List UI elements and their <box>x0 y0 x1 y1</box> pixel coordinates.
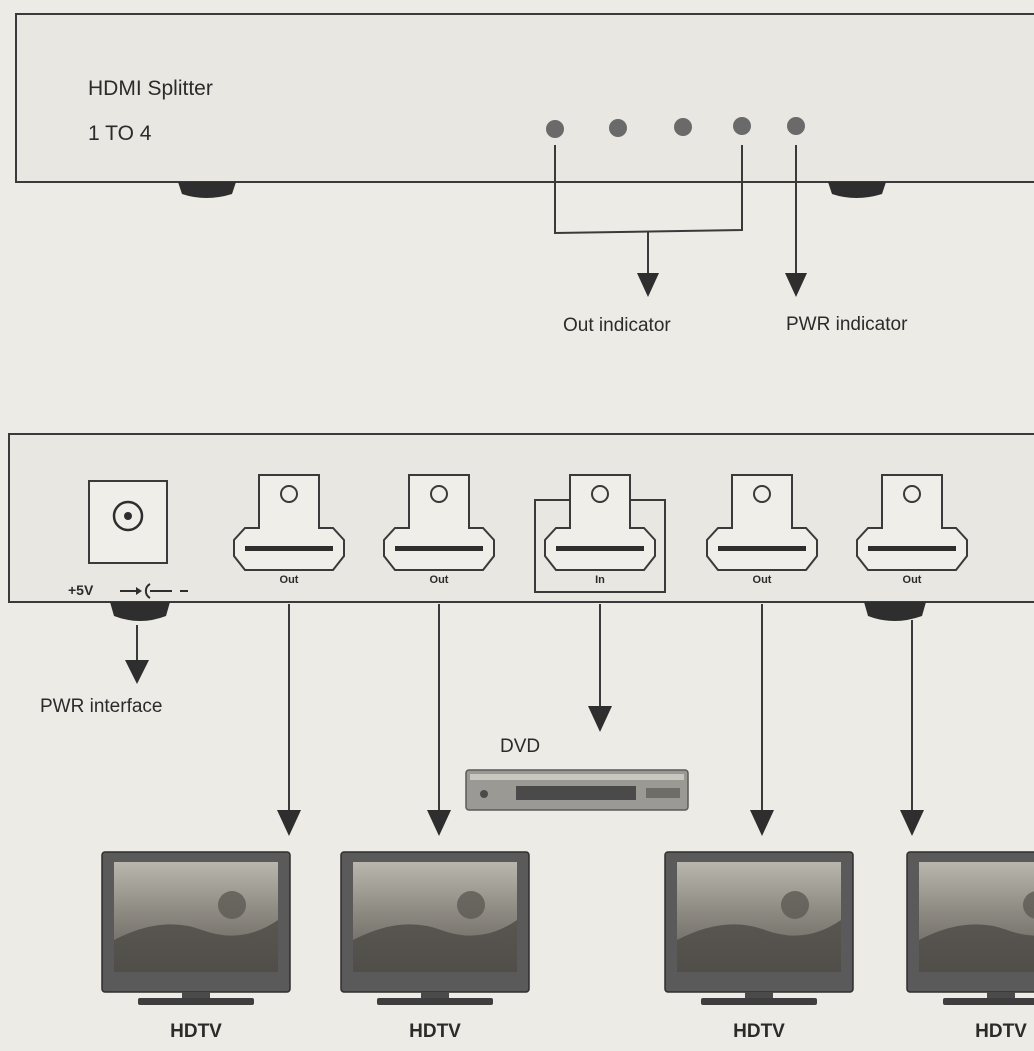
tv-screen-scene <box>114 920 278 972</box>
tv-stand <box>701 998 817 1005</box>
out-indicator-arrow <box>637 273 659 297</box>
tv-neck <box>745 992 773 1000</box>
hdtv-label: HDTV <box>170 1021 222 1042</box>
tv-neck <box>987 992 1015 1000</box>
dvd-top-edge <box>470 774 684 780</box>
pwr-indicator-arrow <box>785 273 807 297</box>
hdmi-port-screw-hole <box>430 485 448 503</box>
connections: PWR interface <box>40 604 924 836</box>
tv-stand <box>138 998 254 1005</box>
power-jack-socket <box>112 500 144 532</box>
rear-panel: +5V Out Out In Out Out <box>8 433 1034 621</box>
hdmi-port-3: In <box>544 474 656 586</box>
hdmi-port-screw-hole <box>753 485 771 503</box>
hdmi-port-slot <box>718 546 806 551</box>
rear-panel-body <box>8 433 1034 603</box>
tv-screen-scene-detail <box>1023 891 1034 919</box>
hdmi-port-screw-hole <box>280 485 298 503</box>
hdtv-group: HDTV HDTV HDTV HDTV <box>101 851 1034 1042</box>
hdmi-port-slot <box>556 546 644 551</box>
hdtv-1: HDTV <box>101 851 291 1042</box>
hdtv-label: HDTV <box>409 1021 461 1042</box>
out-indicator-bracket <box>554 145 743 235</box>
out-led-4 <box>733 117 751 135</box>
hdtv-3: HDTV <box>664 851 854 1042</box>
hdmi-port-slot <box>245 546 333 551</box>
hdmi-port-slot <box>395 546 483 551</box>
front-foot-right <box>828 182 886 198</box>
dvd-player: DVD <box>465 736 689 811</box>
hdmi-port-screw-hole <box>591 485 609 503</box>
hdmi-port-label: Out <box>903 574 922 586</box>
tv-screen-scene <box>919 924 1034 972</box>
tv-screen-scene-detail <box>457 891 485 919</box>
out-arrow-2 <box>427 810 451 836</box>
hdmi-port-4: Out <box>706 474 818 586</box>
rear-foot-right <box>864 602 926 621</box>
tv-neck <box>182 992 210 1000</box>
front-panel-body <box>15 13 1034 183</box>
tv-screen-scene-detail <box>781 891 809 919</box>
power-jack-label: +5V <box>68 582 94 598</box>
pwr-interface-label: PWR interface <box>40 696 162 717</box>
pwr-led <box>787 117 805 135</box>
out-arrow-3 <box>750 810 774 836</box>
front-foot-left <box>178 182 236 198</box>
hdtv-label: HDTV <box>733 1021 785 1042</box>
pwr-interface-arrow <box>125 660 149 684</box>
hdtv-4: HDTV <box>906 851 1034 1042</box>
hdtv-2: HDTV <box>340 851 530 1042</box>
tv-screen-scene-detail <box>218 891 246 919</box>
hdtv-label: HDTV <box>975 1021 1027 1042</box>
device-title: HDMI Splitter <box>88 77 213 100</box>
hdmi-port-screw-hole <box>903 485 921 503</box>
hdmi-port-label: Out <box>430 574 449 586</box>
front-panel: HDMI Splitter 1 TO 4 Out indicator PWR i… <box>15 13 1034 336</box>
tv-stand <box>943 998 1034 1005</box>
hdmi-port-slot <box>868 546 956 551</box>
tv-screen-scene <box>353 920 517 972</box>
tv-neck <box>421 992 449 1000</box>
power-jack-plate <box>88 480 168 564</box>
dvd-power-button <box>480 790 488 798</box>
out-indicator-label: Out indicator <box>563 315 671 336</box>
dvd-controls <box>646 788 680 798</box>
pwr-indicator-label: PWR indicator <box>786 314 908 335</box>
hdmi-port-group: Out Out In Out Out <box>233 474 968 586</box>
hdmi-port-2: Out <box>383 474 495 586</box>
out-led-2 <box>609 119 627 137</box>
tv-stand <box>377 998 493 1005</box>
dvd-label: DVD <box>500 736 540 757</box>
hdmi-port-5: Out <box>856 474 968 586</box>
out-led-3 <box>674 118 692 136</box>
power-jack-pin <box>124 512 132 520</box>
polarity-symbol <box>120 583 188 599</box>
out-led-1 <box>546 120 564 138</box>
device-subtitle: 1 TO 4 <box>88 122 152 145</box>
tv-screen-scene <box>677 920 841 972</box>
hdmi-port-label: Out <box>753 574 772 586</box>
dvd-tray <box>516 786 636 800</box>
rear-foot-left <box>110 602 170 621</box>
hdmi-port-1: Out <box>233 474 345 586</box>
in-arrow <box>588 706 612 732</box>
out-arrow-1 <box>277 810 301 836</box>
out-arrow-4 <box>900 810 924 836</box>
hdmi-port-label: Out <box>280 574 299 586</box>
hdmi-port-label: In <box>595 574 605 586</box>
